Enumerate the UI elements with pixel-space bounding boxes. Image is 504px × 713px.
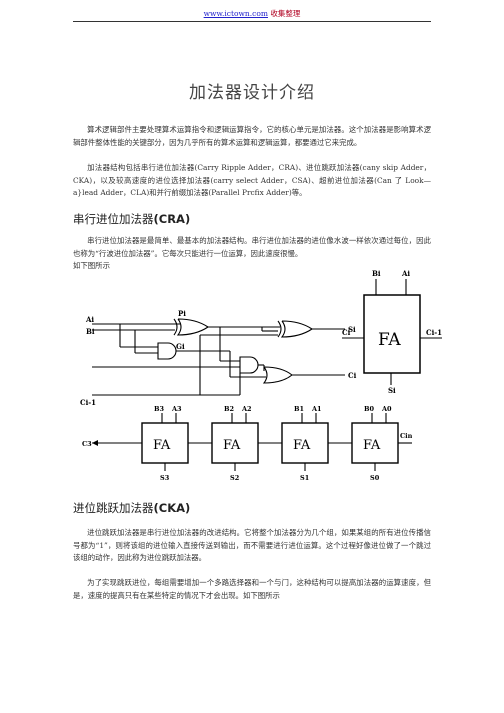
and-gate-2 bbox=[239, 356, 259, 374]
fa-3-label: FA bbox=[153, 438, 171, 453]
fa-0-b: B0 bbox=[364, 405, 374, 413]
header-rule bbox=[73, 21, 431, 22]
label-ai: Ai bbox=[85, 315, 94, 324]
page-header: www.ictown.com 收集整理 bbox=[0, 8, 504, 19]
label-pi: Pi bbox=[178, 309, 186, 318]
fa-big-diagram: Bi Ai Ci Ci-1 Si FA bbox=[342, 269, 442, 395]
fa-2-label: FA bbox=[223, 438, 241, 453]
cka-paragraph-1: 进位跳跃加法器是串行进位加法器的改进结构。它将整个加法器分为几个组，如果某组的所… bbox=[73, 527, 431, 565]
cra-p1-text: 串行进位加法器是最简单、最基本的加法器结构。串行进位加法器的进位像水波一样依次通… bbox=[73, 236, 431, 258]
chain-cin: Cin bbox=[400, 432, 412, 440]
fa-big-cout: Ci-1 bbox=[426, 328, 442, 337]
header-note: 收集整理 bbox=[267, 9, 301, 18]
site-link[interactable]: www.ictown.com bbox=[203, 9, 268, 18]
label-ci: Ci bbox=[348, 371, 357, 380]
intro-paragraph-2: 加法器结构包括串行进位加法器(Carry Ripple Adder，CRA)、进… bbox=[73, 162, 431, 200]
fa-0-s: S0 bbox=[370, 474, 380, 482]
cka-heading: 进位跳跃加法器(CKA) bbox=[73, 500, 190, 516]
xor-gate-si bbox=[280, 320, 313, 338]
fa-big-ci: Ci bbox=[342, 328, 351, 337]
or-gate-ci bbox=[262, 366, 293, 384]
and-gate-gi bbox=[157, 342, 177, 360]
fa-2-b: B2 bbox=[224, 405, 234, 413]
intro-paragraph-1: 算术逻辑部件主要处理算术运算指令和逻辑运算指令，它的核心单元是加法器。这个加法器… bbox=[73, 124, 431, 149]
fa-chain-diagram: FA FA FA FA B3 A3 B2 A2 B1 A1 B0 A0 S3 S… bbox=[82, 405, 412, 482]
fa-3-a: A3 bbox=[171, 405, 182, 413]
label-si: Si bbox=[348, 325, 356, 334]
label-ci-minus-1: Ci-1 bbox=[80, 398, 96, 407]
cra-paragraph-1: 串行进位加法器是最简单、最基本的加法器结构。串行进位加法器的进位像水波一样依次通… bbox=[73, 235, 431, 260]
intro-p1-text: 算术逻辑部件主要处理算术运算指令和逻辑运算指令，它的核心单元是加法器。这个加法器… bbox=[73, 125, 431, 147]
page-title: 加法器设计介绍 bbox=[189, 83, 315, 103]
fa-block-2 bbox=[211, 422, 259, 464]
label-gi: Gi bbox=[176, 342, 185, 351]
fa-block-0 bbox=[351, 422, 399, 464]
fa-1-b: B1 bbox=[294, 405, 304, 413]
cka-p2-text: 为了实现跳跃进位，每组需要增加一个多路选择器和一个与门，这种结构可以提高加法器的… bbox=[73, 578, 431, 600]
cka-heading-en: (CKA) bbox=[153, 501, 191, 515]
fa-block-1 bbox=[281, 422, 329, 464]
cka-p1-text: 进位跳跃加法器是串行进位加法器的改进结构。它将整个加法器分为几个组，如果某组的所… bbox=[73, 528, 431, 563]
fa-big-ai: Ai bbox=[401, 269, 410, 278]
cka-heading-cn: 进位跳跃加法器 bbox=[73, 501, 154, 515]
cra-heading-cn: 串行进位加法器 bbox=[73, 212, 154, 226]
fa-1-a: A1 bbox=[311, 405, 322, 413]
label-bi: Bi bbox=[86, 327, 95, 336]
fa-big-bi: Bi bbox=[372, 269, 381, 278]
cra-heading-en: (CRA) bbox=[153, 212, 191, 226]
fa-big-label: FA bbox=[378, 330, 401, 350]
cka-paragraph-2: 为了实现跳跃进位，每组需要增加一个多路选择器和一个与门，这种结构可以提高加法器的… bbox=[73, 577, 431, 602]
intro-p2-text: 加法器结构包括串行进位加法器(Carry Ripple Adder，CRA)、进… bbox=[73, 163, 431, 198]
fa-big-si: Si bbox=[388, 386, 396, 395]
chain-cout: C3 bbox=[82, 440, 92, 448]
fa-1-s: S1 bbox=[300, 474, 309, 482]
cra-diagram: Ai Bi Pi Gi Si Ci Ci-1 bbox=[80, 309, 406, 407]
fa-3-b: B3 bbox=[154, 405, 164, 413]
fa-2-s: S2 bbox=[230, 474, 239, 482]
cra-heading: 串行进位加法器(CRA) bbox=[73, 211, 190, 227]
fa-2-a: A2 bbox=[241, 405, 252, 413]
fa-1-label: FA bbox=[293, 438, 311, 453]
xor-gate-pi bbox=[176, 318, 209, 336]
fa-3-s: S3 bbox=[160, 474, 170, 482]
cra-paragraph-2: 如下图所示 bbox=[73, 260, 431, 273]
cra-p2-text: 如下图所示 bbox=[73, 261, 110, 270]
fa-block-3 bbox=[141, 422, 189, 464]
fa-0-label: FA bbox=[363, 438, 381, 453]
fa-0-a: A0 bbox=[381, 405, 392, 413]
fa-block-big bbox=[363, 294, 421, 374]
